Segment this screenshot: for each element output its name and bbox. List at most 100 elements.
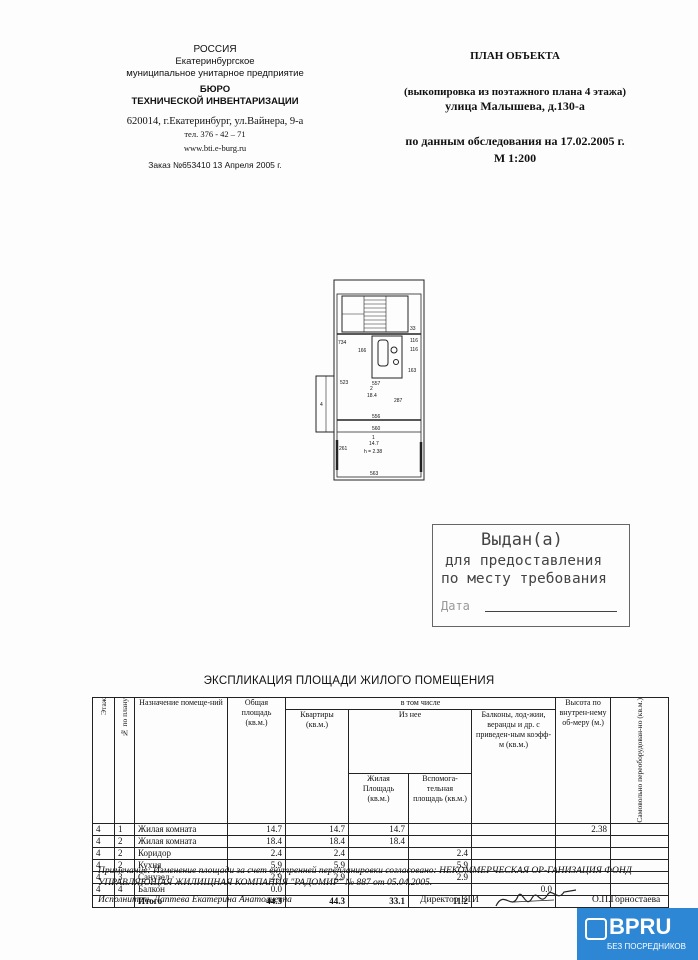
header-purpose: Назначение помеще-ний bbox=[134, 697, 228, 824]
cell-balcony bbox=[470, 846, 557, 860]
header-of-which: Из нее bbox=[348, 709, 472, 774]
cell-aux: 2.4 bbox=[408, 846, 472, 860]
cell-flat: 14.7 bbox=[285, 822, 349, 836]
footer-note: Примечание: Изменение площади за счет вн… bbox=[98, 866, 632, 888]
cell-name: Жилая комната bbox=[134, 822, 228, 836]
doc-street: улица Малышева, д.130-а bbox=[445, 99, 585, 113]
issue-stamp: Выдан(а) для предоставления по месту тре… bbox=[432, 524, 630, 627]
org-address: 620014, г.Екатеринбург, ул.Вайнера, 9-а bbox=[126, 116, 304, 127]
header-balcony: Балконы, лод-жии, веранды и др. с привед… bbox=[470, 709, 557, 824]
total-flat: 44.3 bbox=[285, 894, 349, 908]
org-city: Екатеринбургское bbox=[175, 56, 255, 67]
header-aux: Вспомога-тельная площадь (кв.м.) bbox=[408, 772, 472, 824]
cell-balcony bbox=[470, 822, 557, 836]
org-name-1: БЮРО bbox=[199, 84, 231, 95]
plan-dim-33: 33 bbox=[410, 326, 416, 332]
floor-plan: 33 116 116 163 557 734 166 287 523 556 5… bbox=[315, 279, 425, 481]
cell-height: 2.38 bbox=[555, 822, 612, 836]
cell-no: 2 bbox=[114, 834, 135, 848]
cell-no: 1 bbox=[114, 822, 135, 836]
cell-height bbox=[555, 846, 612, 860]
header-total-area: Общая площадь (кв.м.) bbox=[227, 697, 286, 824]
doc-subtitle: (выкопировка из поэтажного плана 4 этажа… bbox=[403, 86, 627, 98]
header-plan-no: № по плану bbox=[114, 697, 135, 824]
bpru-logo-icon bbox=[585, 918, 607, 940]
bpru-watermark: BPRU БЕЗ ПОСРЕДНИКОВ bbox=[577, 908, 698, 960]
cell-living: 14.7 bbox=[348, 822, 409, 836]
header-floor: Этаж bbox=[92, 697, 115, 824]
order-number: Заказ №653410 13 Апреля 2005 г. bbox=[148, 160, 282, 170]
plan-dim-556: 556 bbox=[372, 414, 381, 420]
cell-name: Коридор bbox=[134, 846, 228, 860]
doc-survey: по данным обследования на 17.02.2005 г. bbox=[405, 134, 625, 148]
explication-table: Этаж № по плану Назначение помеще-ний Об… bbox=[92, 697, 670, 908]
plan-dim-166: 166 bbox=[358, 348, 367, 354]
plan-room-1-number: 1 bbox=[372, 435, 375, 441]
cell-floor: 4 bbox=[92, 822, 115, 836]
executor: Исполнитель Лаптева Екатерина Анатольевн… bbox=[98, 895, 292, 905]
plan-room-2-number: 2 bbox=[370, 386, 373, 392]
cell-living: 18.4 bbox=[348, 834, 409, 848]
cell-total: 14.7 bbox=[227, 822, 286, 836]
plan-dim-560: 560 bbox=[372, 426, 381, 432]
org-phone: тел. 376 - 42 – 71 bbox=[184, 129, 246, 139]
table-title: ЭКСПЛИКАЦИЯ ПЛОЩАДИ ЖИЛОГО ПОМЕЩЕНИЯ bbox=[203, 675, 495, 687]
plan-dim-116a: 116 bbox=[410, 338, 418, 344]
org-name-2: ТЕХНИЧЕСКОЙ ИНВЕНТАРИЗАЦИИ bbox=[131, 96, 299, 107]
total-label: Итого bbox=[134, 894, 228, 908]
director-label: Директор БТИ bbox=[420, 895, 479, 905]
plan-dim-287: 287 bbox=[394, 398, 403, 404]
cell-flat: 2.4 bbox=[285, 846, 349, 860]
doc-title: ПЛАН ОБЪЕКТА bbox=[470, 50, 560, 62]
cell-total: 2.4 bbox=[227, 846, 286, 860]
stamp-line-3: по месту требования bbox=[441, 571, 607, 587]
stamp-line-2: для предоставления bbox=[445, 553, 603, 569]
stamp-date-label: Дата bbox=[441, 599, 470, 613]
cell-aux bbox=[408, 834, 472, 848]
plan-room-1-area: 14.7 bbox=[369, 441, 379, 447]
plan-dim-557: 557 bbox=[372, 381, 381, 387]
director-name: О.П.Горностаева bbox=[592, 895, 661, 905]
stamp-date-line bbox=[485, 611, 617, 612]
cell-living bbox=[348, 846, 409, 860]
plan-dim-261: 261 bbox=[339, 446, 348, 452]
org-website: www.bti.e-burg.ru bbox=[183, 143, 247, 153]
cell-floor: 4 bbox=[92, 846, 115, 860]
plan-dim-163: 163 bbox=[408, 368, 417, 374]
org-country: РОССИЯ bbox=[193, 44, 237, 55]
cell-flat: 18.4 bbox=[285, 834, 349, 848]
cell-aux bbox=[408, 822, 472, 836]
plan-dim-116b: 116 bbox=[410, 347, 418, 353]
header-flats: Квартиры (кв.м.) bbox=[285, 709, 349, 824]
plan-dim-563: 563 bbox=[370, 471, 379, 477]
cell-no: 2 bbox=[114, 846, 135, 860]
bpru-brand: BPRU bbox=[609, 914, 672, 939]
header-living: Жилая Площадь (кв.м.) bbox=[348, 772, 409, 824]
cell-illegal bbox=[610, 822, 670, 836]
plan-balcony bbox=[315, 375, 335, 433]
cell-total: 18.4 bbox=[227, 834, 286, 848]
plan-dim-523: 523 bbox=[340, 380, 349, 386]
total-living: 33.1 bbox=[348, 894, 409, 908]
total-aux: 11.2 bbox=[408, 894, 472, 908]
doc-scale: М 1:200 bbox=[493, 151, 537, 165]
table-total-row: Итого 44.3 44.3 33.1 11.2 bbox=[92, 894, 670, 908]
director-signature bbox=[495, 889, 577, 907]
cell-name: Жилая комната bbox=[134, 834, 228, 848]
bpru-tagline: БЕЗ ПОСРЕДНИКОВ bbox=[607, 942, 686, 951]
plan-room-2-area: 18.4 bbox=[367, 393, 377, 399]
cell-illegal bbox=[610, 846, 670, 860]
plan-bathroom bbox=[371, 335, 403, 379]
total-area: 44.3 bbox=[227, 894, 286, 908]
cell-floor: 4 bbox=[92, 834, 115, 848]
plan-dim-4: 4 bbox=[320, 402, 323, 408]
header-height: Высота по внутрен-нему об-меру (м.) bbox=[555, 697, 612, 824]
cell-balcony bbox=[470, 834, 557, 848]
org-type: муниципальное унитарное предприятие bbox=[126, 68, 304, 79]
cell-height bbox=[555, 834, 612, 848]
